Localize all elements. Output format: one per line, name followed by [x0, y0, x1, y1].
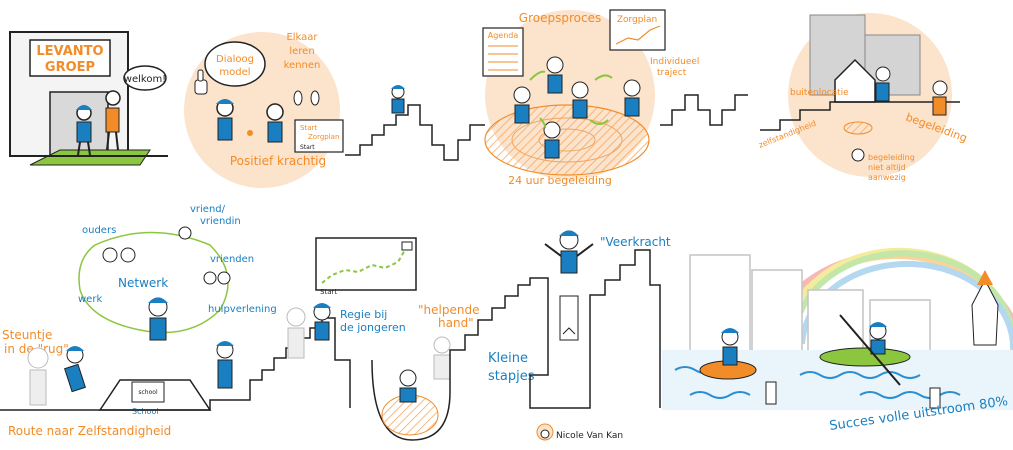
kleine-line1: Kleine: [488, 351, 528, 366]
green-arrows: [529, 70, 613, 129]
welkom-text: welkom!: [124, 74, 166, 85]
center-figure: [148, 297, 168, 341]
falling-figure: [399, 369, 417, 403]
scene-netwerk: vriend/ vriendin ouders Netwerk vrienden…: [2, 204, 277, 438]
helpende-line1: "helpende: [418, 303, 479, 317]
signature-avatar: [536, 423, 554, 441]
note-line3: aanwezig: [868, 173, 906, 182]
staircase-3: [449, 249, 661, 409]
logo-line2: GROEP: [45, 60, 95, 75]
walking-figure: [216, 341, 234, 389]
veerkracht-label: "Veerkracht: [600, 235, 671, 249]
scene-groepsproces: Groepsproces Zorgplan Agenda Individueel…: [482, 9, 699, 187]
agenda-title: Agenda: [488, 31, 519, 40]
sign-line3: Start: [300, 144, 315, 151]
elkaar-line3: kennen: [284, 60, 321, 71]
board-start: Start: [320, 288, 337, 296]
dialog-bubble: [204, 41, 266, 87]
vriend-line1: vriend/: [190, 204, 226, 215]
grey-figure: [286, 307, 306, 359]
scene-buitenlocatie: buitenlocatie zelfstandigheid begeleidin…: [757, 13, 969, 182]
elkaar-line1: Elkaar: [286, 32, 318, 43]
steuntje-line1: Steuntje: [2, 328, 52, 342]
route-caption: Route naar Zelfstandigheid: [8, 424, 171, 438]
traject-line2: traject: [657, 68, 687, 78]
signature-text: Nicole Van Kan: [556, 431, 623, 441]
vriend-line2: vriendin: [200, 216, 241, 227]
scene-uitstroom: Succes volle uitstroom 80%: [662, 247, 1013, 434]
dip-curve: [371, 359, 451, 441]
kleine-line2: stapjes: [488, 369, 535, 384]
speech-bubble: [123, 65, 167, 91]
support-figures: [27, 346, 86, 406]
spring-box: [559, 295, 579, 341]
house-icon: [834, 58, 876, 103]
netwerk-label: Netwerk: [118, 276, 168, 290]
staircase-1: [345, 104, 485, 161]
vrienden-label: vrienden: [210, 254, 254, 265]
grey-city: [689, 254, 931, 356]
climbing-figure: [391, 85, 405, 114]
green-kayak: [819, 347, 911, 367]
positief-caption: Positief krachtig: [230, 154, 326, 168]
logo-line1: LEVANTO: [36, 44, 103, 59]
zorgplan-board: [609, 9, 666, 51]
regie-figure: [313, 303, 331, 341]
school-label: School: [132, 407, 159, 416]
rainbow-green: [791, 250, 1013, 344]
kayak-figure: [839, 314, 901, 386]
sign-line1: Start: [300, 124, 317, 132]
dialog-line1: Dialoog: [216, 54, 254, 65]
sign-line2: Zorgplan: [308, 133, 339, 141]
group-mat: [484, 104, 650, 176]
progress-board: [315, 237, 417, 291]
note-line2: niet altijd: [868, 163, 906, 172]
school-sign: school: [138, 389, 158, 396]
start-zorgplan-sign: [294, 119, 344, 153]
buoy-1: [765, 381, 777, 405]
network-loop: [78, 231, 229, 334]
buitenlocatie-label: buitenlocatie: [790, 88, 849, 98]
helper-figure-grey: [433, 336, 451, 380]
agenda-board: [482, 27, 524, 77]
scene-positief-krachtig: Dialoog model Elkaar leren kennen Start …: [184, 32, 344, 188]
werk-label: werk: [78, 294, 102, 305]
staircase-2: [660, 94, 748, 126]
stair-figure-orange: [932, 80, 948, 116]
zorgplan-board-title: Zorgplan: [617, 15, 657, 25]
helpende-line2: hand": [438, 316, 474, 330]
traject-line1: Individueel: [650, 57, 699, 67]
baseline-stairs: [0, 317, 351, 411]
logo-board: [29, 39, 111, 77]
scene-regie: Start Regie bij de jongeren "helpende ha…: [286, 230, 671, 441]
note-line1: begeleiding: [868, 153, 915, 162]
regie-line2: de jongeren: [340, 321, 406, 334]
greeter-figure: [105, 90, 121, 151]
youth-figure: [76, 105, 92, 156]
jumping-figure: [544, 230, 594, 274]
begeleiding-caption: 24 uur begeleiding: [508, 174, 612, 187]
levanto-building: LEVANTO GROEP welkom!: [9, 31, 168, 166]
stair-figure-blue: [875, 66, 891, 102]
regie-line1: Regie bij: [340, 308, 387, 321]
green-mat: [29, 149, 151, 166]
groepsproces-title: Groepsproces: [519, 11, 601, 25]
ouders-label: ouders: [82, 225, 116, 236]
nest-icon: [843, 121, 873, 135]
hulpverlening-label: hulpverlening: [208, 304, 277, 315]
buoy-2: [929, 387, 941, 409]
boat-figure-1: [721, 328, 739, 366]
dialog-line2: model: [219, 67, 250, 78]
thumbs-up-icon: [194, 69, 208, 95]
elkaar-line2: leren: [289, 46, 314, 57]
handshake-figures: [216, 99, 284, 143]
group-figures: [513, 56, 641, 159]
